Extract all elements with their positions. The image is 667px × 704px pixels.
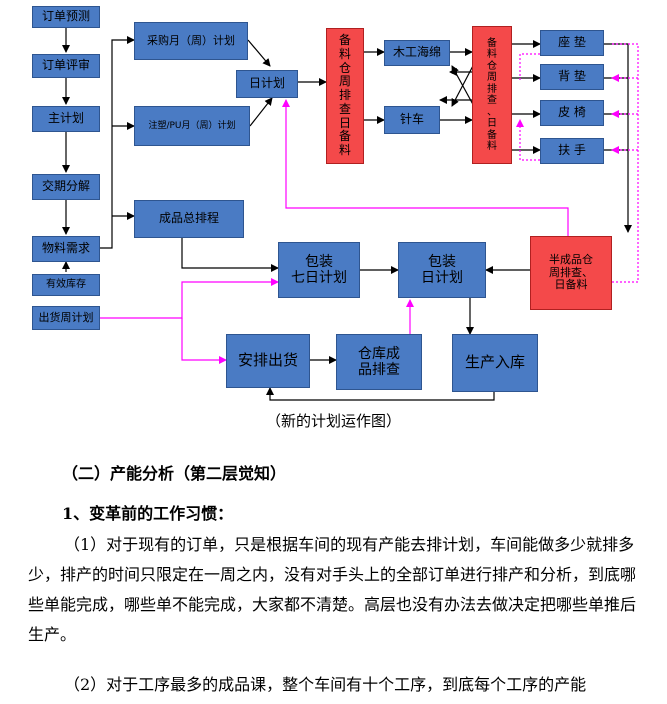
box-leather-chair: 皮 椅: [540, 100, 604, 126]
box-order-forecast: 订单预测: [32, 6, 100, 28]
box-armrest: 扶 手: [540, 138, 604, 164]
dotted-arm-back: [516, 119, 540, 161]
box-material-demand: 物料需求: [32, 236, 100, 262]
box-pack-seven-day: 包装 七日计划: [278, 242, 360, 298]
arrow-finished-pack7: [181, 238, 279, 272]
section-subheading: 1、变革前的工作习惯：: [62, 504, 234, 523]
connector-lines: [62, 28, 639, 401]
arrow-components-right: [604, 43, 632, 233]
box-pack-daily: 包装 日计划: [398, 242, 486, 298]
dotted-seat-back: [519, 53, 540, 80]
box-order-review: 订单评审: [32, 54, 100, 78]
box-injection-plan: 注塑/PU月（周）计划: [134, 106, 250, 146]
arrow-semi-daily: [282, 99, 569, 236]
box-woodwork-sponge: 木工海绵: [384, 40, 450, 66]
box-finished-master: 成品总排程: [134, 200, 244, 238]
box-stock-warehouse-1: 备 料 仓 周 排 查 日 备 料: [326, 28, 364, 164]
paragraph-1: （1）对于现有的订单，只是根据车间的现有产能去排计划，车间能做多少就排多少，排产…: [28, 535, 637, 644]
paragraph-2: （2）对于工序最多的成品课，整个车间有十个工序，到底每个工序的产能: [64, 675, 587, 694]
box-stock-warehouse-2: 备 料 仓 周 排 查 、 日 备 料: [472, 26, 512, 164]
box-seat-cushion: 座 垫: [540, 30, 604, 56]
arrow-shipment-arrange: [181, 318, 227, 364]
dotted-feed-right: [612, 43, 639, 283]
box-master-plan: 主计划: [32, 106, 100, 132]
diagram-caption: （新的计划运作图）: [265, 412, 401, 430]
box-delivery-breakdown: 交期分解: [32, 174, 100, 200]
box-daily-plan: 日计划: [236, 70, 298, 98]
box-arrange-shipment: 安排出货: [226, 334, 310, 388]
box-production-in: 生产入库: [452, 334, 538, 392]
box-warehouse-schedule: 仓库成 品排查: [336, 334, 422, 390]
box-valid-inventory: 有效库存: [32, 274, 100, 296]
arrow-production-ship: [266, 387, 495, 401]
box-shipment-week-plan: 出货周计划: [32, 306, 100, 330]
box-semi-finished: 半成品仓 周排查、 日备料: [530, 236, 612, 310]
section-heading: （二）产能分析（第二层觉知）: [62, 464, 287, 483]
box-sewing: 针车: [384, 106, 440, 134]
box-purchase-plan: 采购月（周）计划: [134, 22, 248, 60]
arrow-injection-daily: [249, 97, 273, 127]
arrow-purchase-daily: [247, 39, 271, 67]
arrow-to-purchase: [100, 36, 135, 249]
arrow-shipment-pack7: [100, 278, 279, 319]
planning-flow-diagram: 订单预测 订单评审 主计划 交期分解 物料需求 有效库存 出货周计划 采购月（周…: [32, 6, 639, 401]
box-back-cushion: 背 垫: [540, 64, 604, 90]
